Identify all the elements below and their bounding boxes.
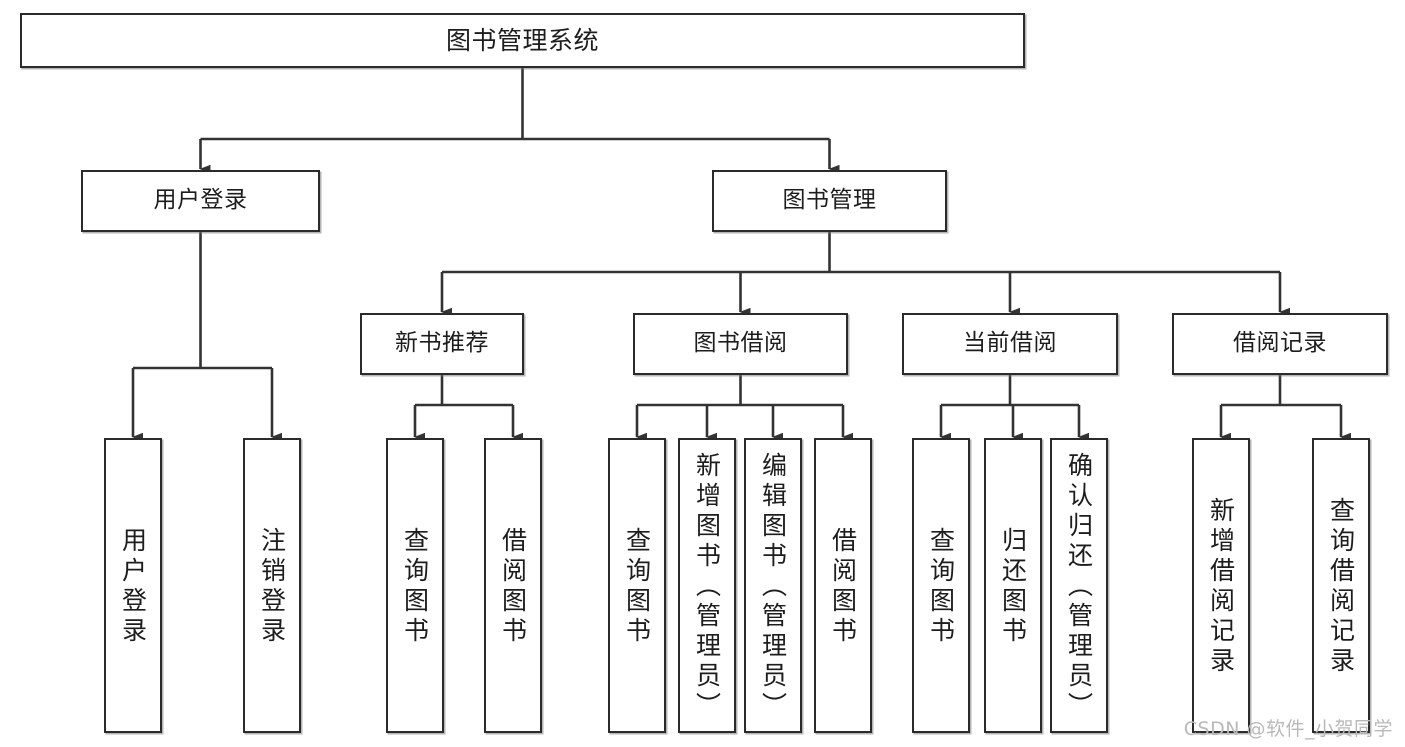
csdn-watermark: CSDN @软件_小贺同学 (1183, 718, 1393, 740)
node-leaf-borrow-book-1[interactable]: 借阅图书 (484, 438, 542, 733)
node-leaf-return-book-label: 归还图书 (998, 526, 1028, 647)
node-leaf-borrow-book-2[interactable]: 借阅图书 (814, 438, 872, 733)
node-root-system[interactable]: 图书管理系统 (20, 13, 1025, 68)
node-leaf-logout-login[interactable]: 注销登录 (243, 438, 301, 733)
node-leaf-add-book-admin-label: 新增图书（管理员） (692, 451, 722, 722)
node-borrow-record-label: 借阅记录 (1233, 330, 1327, 357)
node-leaf-edit-book-admin[interactable]: 编辑图书（管理员） (744, 438, 802, 733)
node-leaf-add-book-admin[interactable]: 新增图书（管理员） (678, 438, 736, 733)
node-book-borrow-label: 图书借阅 (693, 330, 788, 357)
node-leaf-query-book-1[interactable]: 查询图书 (386, 438, 444, 733)
node-leaf-logout-login-label: 注销登录 (257, 526, 287, 647)
node-leaf-confirm-return-admin[interactable]: 确认归还（管理员） (1050, 438, 1108, 733)
node-new-book-recommend-label: 新书推荐 (395, 330, 489, 357)
node-current-borrow[interactable]: 当前借阅 (902, 313, 1118, 375)
node-borrow-record[interactable]: 借阅记录 (1172, 313, 1388, 375)
node-leaf-query-book-2-label: 查询图书 (622, 526, 652, 647)
node-book-borrow[interactable]: 图书借阅 (633, 313, 848, 375)
node-current-borrow-label: 当前借阅 (963, 330, 1057, 357)
node-leaf-query-book-3-label: 查询图书 (926, 526, 956, 647)
node-leaf-query-book-3[interactable]: 查询图书 (912, 438, 970, 733)
node-leaf-query-borrow-record[interactable]: 查询借阅记录 (1312, 438, 1370, 733)
node-leaf-return-book[interactable]: 归还图书 (984, 438, 1042, 733)
node-book-management-label: 图书管理 (782, 187, 877, 214)
node-leaf-add-borrow-record[interactable]: 新增借阅记录 (1192, 438, 1250, 733)
node-leaf-edit-book-admin-label: 编辑图书（管理员） (758, 451, 788, 722)
node-leaf-query-borrow-record-label: 查询借阅记录 (1326, 496, 1356, 677)
node-leaf-borrow-book-1-label: 借阅图书 (498, 526, 528, 647)
node-leaf-user-login[interactable]: 用户登录 (104, 438, 162, 733)
node-book-management[interactable]: 图书管理 (712, 170, 947, 232)
node-new-book-recommend[interactable]: 新书推荐 (360, 313, 524, 375)
node-leaf-query-book-2[interactable]: 查询图书 (608, 438, 666, 733)
node-leaf-confirm-return-admin-label: 确认归还（管理员） (1064, 451, 1094, 722)
node-leaf-query-book-1-label: 查询图书 (400, 526, 430, 647)
node-leaf-add-borrow-record-label: 新增借阅记录 (1206, 496, 1236, 677)
node-root-system-label: 图书管理系统 (445, 25, 599, 55)
node-leaf-borrow-book-2-label: 借阅图书 (828, 526, 858, 647)
node-user-login[interactable]: 用户登录 (81, 170, 320, 232)
node-user-login-label: 用户登录 (153, 187, 248, 214)
node-leaf-user-login-label: 用户登录 (118, 526, 148, 647)
